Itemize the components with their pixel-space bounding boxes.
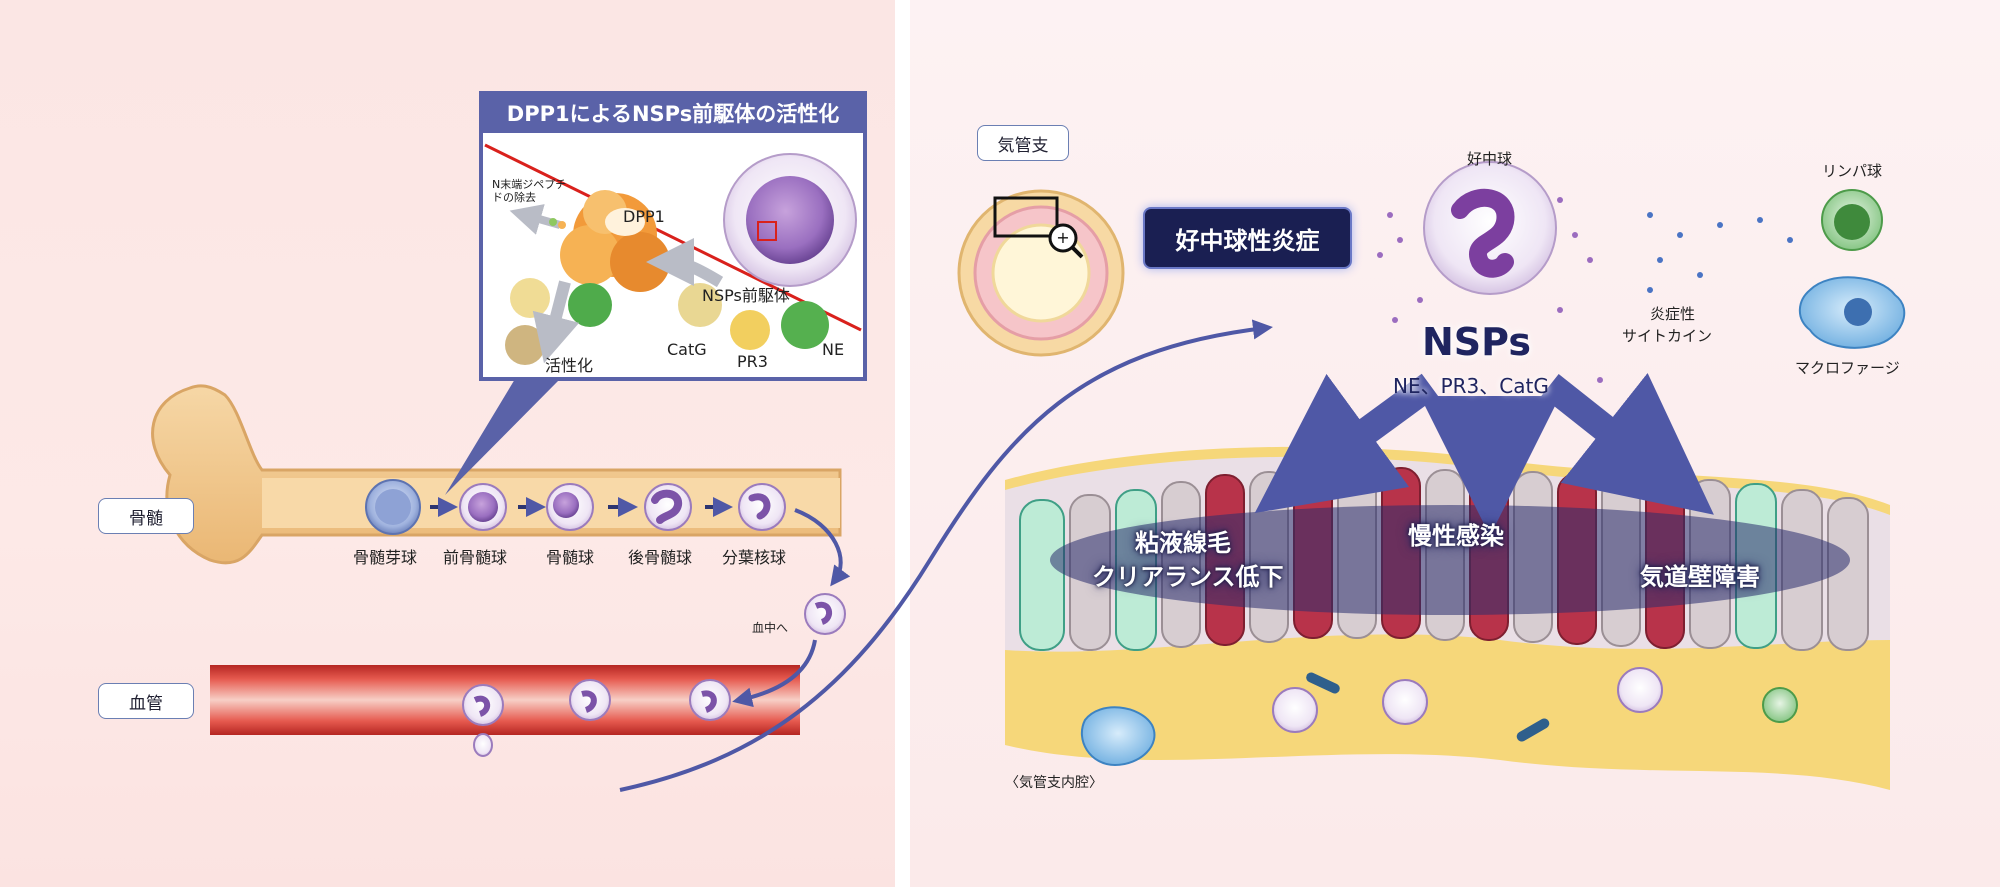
inset-neutrophil-nucleus xyxy=(746,176,834,264)
stage-label-myeloblast: 骨髄芽球 xyxy=(353,548,418,567)
large-neutrophil-cell xyxy=(1423,161,1557,295)
myeloblast-cell xyxy=(365,479,421,535)
inflammation-haze xyxy=(1050,505,1850,615)
neutrophil-label: 好中球 xyxy=(1467,150,1513,168)
lumen-lymphocyte xyxy=(1762,687,1798,723)
activation-label: 活性化 xyxy=(545,356,594,375)
stage-label-metamyelocyte: 後骨髄球 xyxy=(628,548,693,567)
nsps-precursor-label: NSPs前駆体 xyxy=(702,286,790,305)
bone-marrow-label: 骨髄 xyxy=(98,498,194,534)
activated-nsps-shapes xyxy=(505,278,612,365)
release-arrow xyxy=(794,508,851,587)
lymphocyte-cell xyxy=(1821,189,1883,251)
catg-label: CatG xyxy=(667,340,707,359)
lumen-neutrophil-3 xyxy=(1617,667,1663,713)
bronchus-cross-section: + xyxy=(957,189,1125,357)
into-vessel-arrow xyxy=(732,639,817,708)
inset-title: DPP1によるNSPs前駆体の活性化 xyxy=(481,93,865,133)
cytokine-label-1: 炎症性 xyxy=(1650,305,1696,323)
svg-text:+: + xyxy=(1056,228,1069,247)
inset-zoom-box xyxy=(757,221,777,241)
metamyelocyte-cell xyxy=(644,483,692,531)
macrophage-label: マクロファージ xyxy=(1795,359,1900,377)
lumen-neutrophil-2 xyxy=(1382,679,1428,725)
vessel-neutrophil-3 xyxy=(689,679,731,721)
stage-label-promyelocyte: 前骨髄球 xyxy=(443,548,508,567)
extravasating-neutrophil xyxy=(473,733,493,757)
dipeptide-dot-1 xyxy=(558,221,566,229)
inset-pointer xyxy=(445,379,560,495)
nsps-precursor-shapes xyxy=(678,283,829,350)
cytokine-label-2: サイトカイン xyxy=(1622,327,1713,345)
lumen-label: 〈気管支内腔〉 xyxy=(1005,775,1103,791)
lymphocyte-label: リンパ球 xyxy=(1822,162,1883,180)
circulating-neutrophil-cell xyxy=(804,593,846,635)
effect-airway-damage: 気道壁障害 xyxy=(1640,563,1760,591)
blood-vessel-label: 血管 xyxy=(98,683,194,719)
effect-mucociliary-line2: クリアランス低下 xyxy=(1092,563,1284,591)
dipeptide-dot-2 xyxy=(549,218,557,226)
arrow-to-airway-damage xyxy=(1541,372,1714,515)
stage-label-segmented: 分葉核球 xyxy=(722,548,787,567)
vessel-neutrophil-1 xyxy=(462,684,504,726)
effect-chronic-infection: 慢性感染 xyxy=(1408,522,1504,550)
dipeptide-removal-label: N末端ジペプチドの除去 xyxy=(492,178,567,204)
myelocyte-cell xyxy=(546,483,594,531)
activation-arrow xyxy=(532,280,580,364)
effect-mucociliary-line1: 粘液線毛 xyxy=(1135,529,1231,557)
arrow-to-mucociliary xyxy=(1254,373,1439,514)
precursor-to-dpp1-arrow xyxy=(646,238,724,288)
vessel-neutrophil-2 xyxy=(569,679,611,721)
lumen-bacteria xyxy=(1306,672,1550,742)
macrophage-cell xyxy=(1798,276,1906,349)
bronchus-label: 気管支 xyxy=(977,125,1069,161)
dpp1-label: DPP1 xyxy=(623,207,665,226)
ne-label: NE xyxy=(822,340,845,359)
nsps-list-label: NE、PR3、CatG xyxy=(1393,374,1549,398)
cytokine-dots xyxy=(1647,212,1793,293)
panel-divider xyxy=(895,0,910,887)
pr3-label: PR3 xyxy=(737,352,768,371)
stage-label-myelocyte: 骨髄球 xyxy=(546,548,595,567)
segmented-neutrophil-cell xyxy=(738,483,786,531)
lumen-neutrophil-1 xyxy=(1272,687,1318,733)
to-blood-label: 血中へ xyxy=(752,621,789,635)
promyelocyte-cell xyxy=(459,483,507,531)
inset-red-line xyxy=(484,143,862,332)
lumen-macrophage xyxy=(1080,706,1156,767)
migration-to-airway-arrow xyxy=(619,319,1273,792)
nsps-label: NSPs xyxy=(1422,320,1531,364)
neutrophilic-inflammation-box: 好中球性炎症 xyxy=(1143,207,1352,269)
